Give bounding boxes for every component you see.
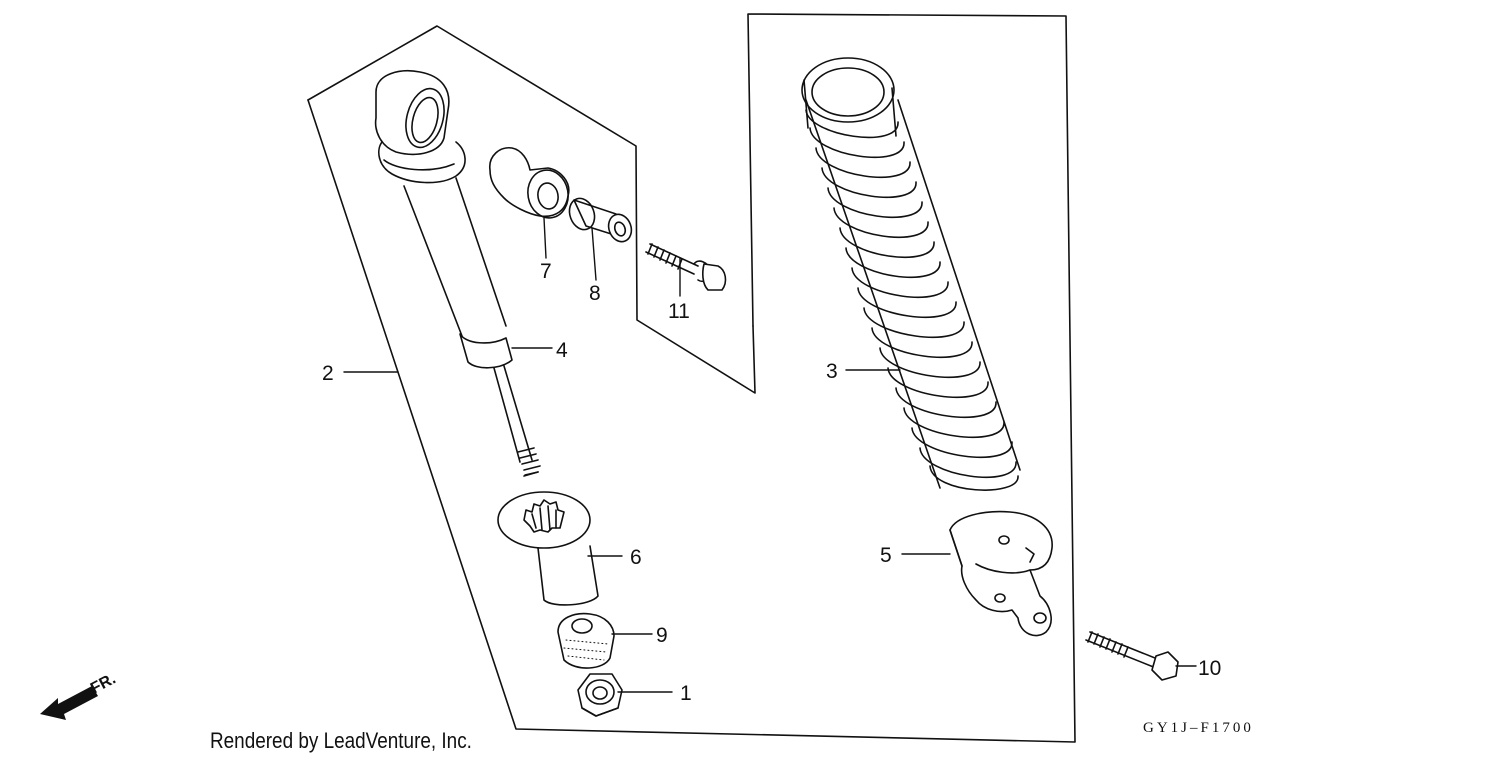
callout-10: 10 xyxy=(1198,657,1221,680)
callout-9: 9 xyxy=(656,624,668,647)
nut-part xyxy=(577,673,623,717)
upper-bushing-part xyxy=(489,146,570,219)
bolt-part xyxy=(1085,631,1179,681)
lower-joint-part xyxy=(949,510,1053,637)
collar-part xyxy=(568,197,633,243)
callout-4: 4 xyxy=(556,339,568,362)
render-credit: Rendered by LeadVenture, Inc. xyxy=(210,728,472,753)
stopper-rubber-part xyxy=(557,612,615,669)
callout-11: 11 xyxy=(668,300,690,323)
diagram-code: GY1J–F1700 xyxy=(1143,720,1254,736)
callout-2: 2 xyxy=(322,362,334,385)
damper-body xyxy=(374,70,541,477)
callout-7: 7 xyxy=(540,260,552,283)
assembly-outline-main xyxy=(307,13,1076,743)
leader-lines xyxy=(343,217,1197,693)
spring-seat-part xyxy=(497,491,599,606)
callout-3: 3 xyxy=(826,360,838,383)
assembly-outline-left xyxy=(307,25,756,394)
flange-bolt-part xyxy=(645,243,727,291)
callout-5: 5 xyxy=(880,544,892,567)
callout-6: 6 xyxy=(630,546,642,569)
coil-spring-part xyxy=(801,57,1021,491)
callout-labels: 4 2 3 7 8 11 5 6 9 1 10 xyxy=(322,260,1221,705)
callout-8: 8 xyxy=(589,282,601,305)
front-arrow-icon xyxy=(40,686,98,720)
callout-1: 1 xyxy=(680,682,692,705)
front-direction-indicator: FR. xyxy=(40,670,119,720)
